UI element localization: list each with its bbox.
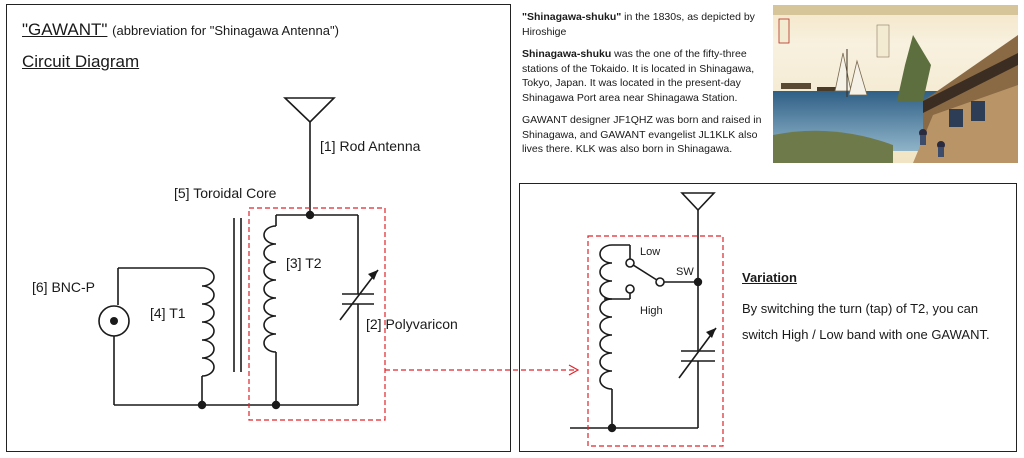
title-main: "GAWANT" <box>22 20 108 39</box>
label-bnc: [6] BNC-P <box>32 279 95 295</box>
variation-heading: Variation <box>742 270 797 285</box>
junction-dot-t1 <box>197 400 207 410</box>
polyvaricon-arrow <box>339 269 379 321</box>
t1-coil <box>201 267 215 377</box>
page-title: "GAWANT" (abbreviation for "Shinagawa An… <box>22 20 339 40</box>
bnc-center-dot <box>110 317 118 325</box>
print-caption: "Shinagawa-shuku" in the 1830s, as depic… <box>522 10 772 39</box>
label-toroidal-core: [5] Toroidal Core <box>174 185 277 201</box>
info-paragraph-1: Shinagawa-shuku was the one of the fifty… <box>522 47 772 105</box>
para1-rest: was the one of the fifty-three stations … <box>522 48 755 104</box>
tuning-circuit-highlight <box>248 207 386 421</box>
label-t2: [3] T2 <box>286 255 322 271</box>
shinagawa-print-image <box>773 5 1018 163</box>
variation-description: By switching the turn (tap) of T2, you c… <box>742 301 990 342</box>
title-note: (abbreviation for "Shinagawa Antenna") <box>112 23 339 38</box>
polyvaricon-arrowhead <box>368 270 378 280</box>
rod-antenna-symbol <box>283 97 336 124</box>
para1-bold: Shinagawa-shuku <box>522 48 612 60</box>
info-paragraph-2: GAWANT designer JF1QHZ was born and rais… <box>522 114 762 155</box>
t2-coil <box>263 225 277 353</box>
junction-dot-top <box>305 210 315 220</box>
caption-bold: "Shinagawa-shuku" <box>522 11 622 23</box>
label-polyvaricon: [2] Polyvaricon <box>366 316 458 332</box>
junction-dot-t2 <box>271 400 281 410</box>
circuit-panel <box>6 4 511 452</box>
variation-panel <box>519 183 1017 452</box>
info-text-block: "Shinagawa-shuku" in the 1830s, as depic… <box>522 10 772 165</box>
label-t1: [4] T1 <box>150 305 186 321</box>
label-rod-antenna: [1] Rod Antenna <box>320 138 421 154</box>
caption-rest: in the 1830s, as depicted by Hiroshige <box>522 11 755 38</box>
circuit-diagram-heading: Circuit Diagram <box>22 52 140 71</box>
circuit-diagram: [1] Rod Antenna [5] Toroidal Core [3] T2… <box>32 97 458 421</box>
